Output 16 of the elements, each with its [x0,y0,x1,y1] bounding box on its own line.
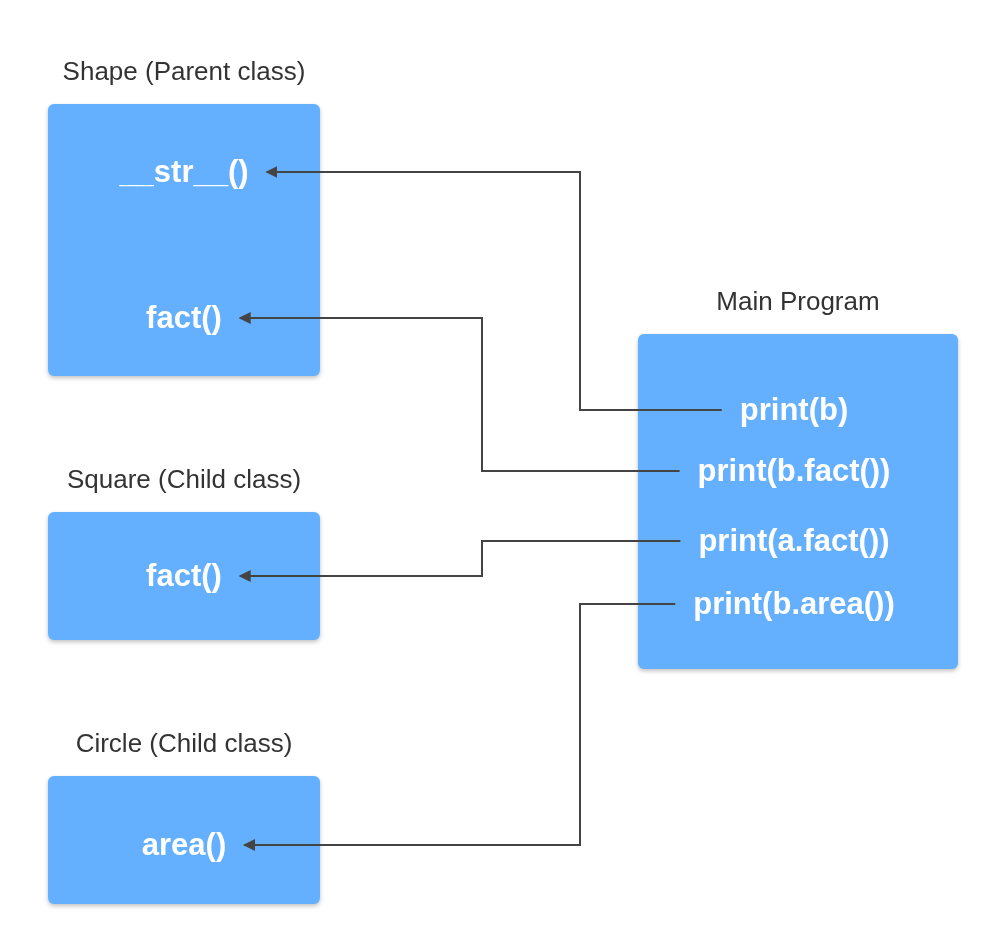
method-call: __str__() [101,152,267,192]
method-call: fact() [128,556,240,596]
method-call: fact() [128,298,240,338]
box-heading: Shape (Parent class) [61,56,307,87]
method-call: print(a.fact()) [680,521,908,561]
method-call: print(b.area()) [675,584,913,624]
method-call: print(b) [721,390,867,430]
box-heading: Main Program [715,286,881,317]
arrow [238,540,682,582]
arrow [243,603,677,851]
box-heading: Square (Child class) [65,464,303,495]
method-call: print(b.fact()) [679,451,909,491]
arrow [238,312,681,472]
box-heading: Circle (Child class) [74,728,294,759]
method-call: area() [123,825,245,865]
arrow [265,166,723,411]
